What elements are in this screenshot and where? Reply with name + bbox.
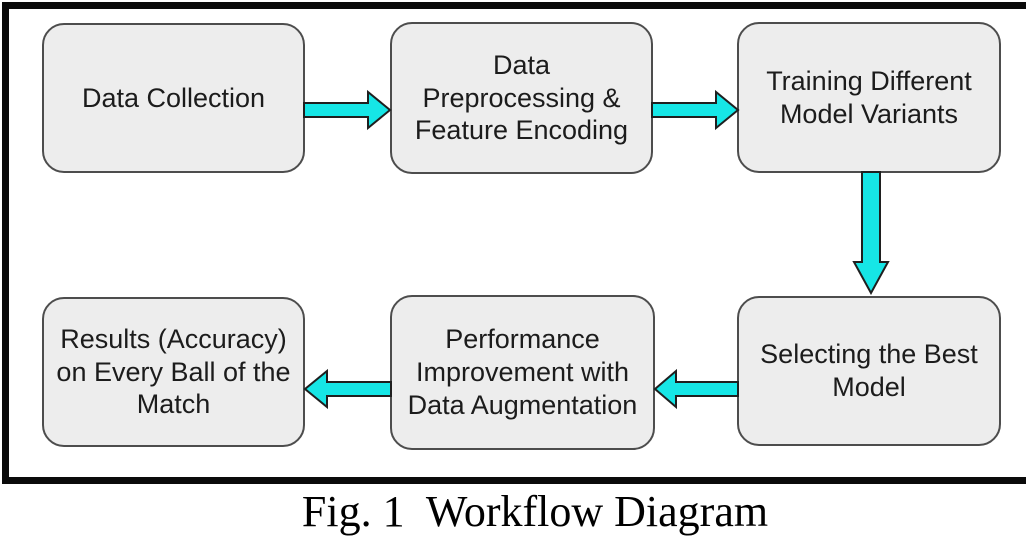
node-training-model-variants: Training Different Model Variants — [737, 22, 1001, 173]
node-data-preprocessing: Data Preprocessing & Feature Encoding — [390, 22, 653, 174]
arrow-right-icon — [651, 89, 740, 131]
node-performance-improvement: Performance Improvement with Data Augmen… — [390, 295, 655, 450]
node-selecting-best-model: Selecting the Best Model — [737, 296, 1001, 446]
figure-caption: Fig. 1 Workflow Diagram — [301, 487, 769, 536]
node-data-collection: Data Collection — [42, 23, 305, 173]
arrow-left-icon — [303, 368, 392, 410]
arrow-left-icon — [653, 368, 739, 410]
node-results-accuracy: Results (Accuracy) on Every Ball of the … — [42, 297, 305, 447]
arrow-right-icon — [303, 89, 392, 131]
arrow-down-icon — [852, 171, 890, 295]
